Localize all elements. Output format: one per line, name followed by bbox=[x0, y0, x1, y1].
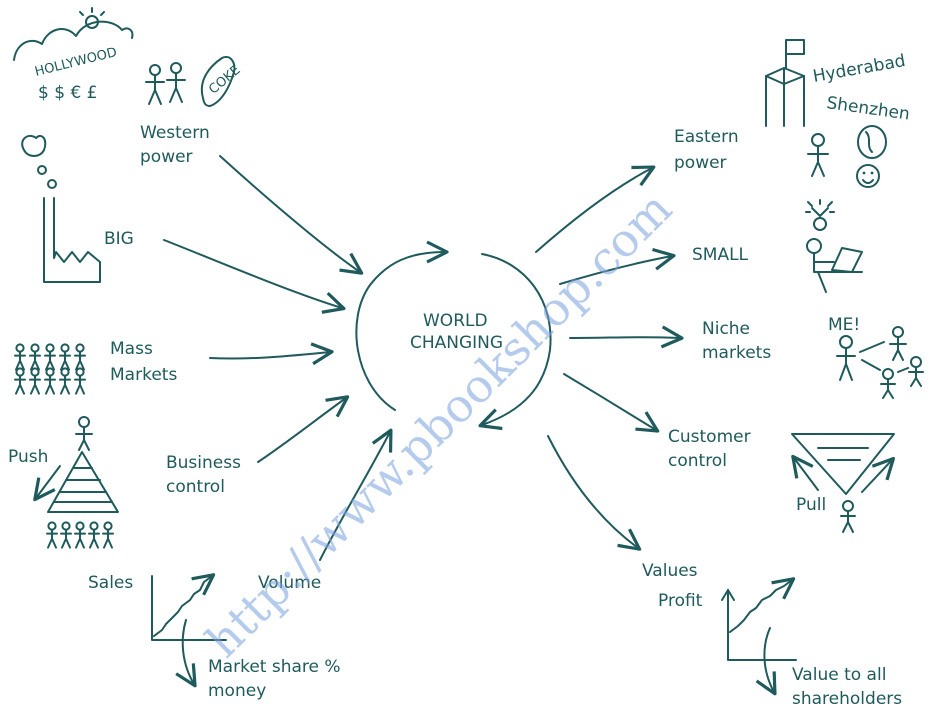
cities-line2: Shenzhen bbox=[825, 93, 911, 124]
values-label: Values bbox=[642, 561, 698, 581]
western-power-line2: power bbox=[140, 147, 193, 167]
arrow-business-control bbox=[257, 395, 350, 463]
currency-symbols: $ $ € £ bbox=[38, 83, 97, 103]
stick-figure-body bbox=[29, 374, 41, 395]
center-title-line2: CHANGING bbox=[410, 333, 503, 353]
profit-label: Profit bbox=[658, 591, 703, 611]
crowd-icon bbox=[14, 343, 86, 395]
customer-control-line1: Customer bbox=[668, 427, 751, 447]
stick-figure-head bbox=[45, 367, 55, 377]
stick-figure-body bbox=[14, 374, 26, 395]
stick-figure-head bbox=[30, 343, 40, 353]
arrow-customer-control bbox=[563, 373, 660, 433]
bottom-crowd-icon bbox=[46, 521, 114, 549]
stick-figure-head bbox=[61, 521, 71, 531]
center-title-line1: WORLD bbox=[423, 311, 488, 331]
sales-chart-icon bbox=[151, 573, 227, 688]
market-share-line1: Market share % bbox=[208, 657, 341, 677]
laptop-worker-icon bbox=[805, 199, 863, 293]
stick-figure-body bbox=[44, 350, 56, 371]
profit-chart-icon bbox=[721, 577, 797, 696]
person-globe-icon bbox=[807, 125, 887, 188]
arrow-eastern-power bbox=[535, 165, 656, 253]
stick-figure-head bbox=[30, 367, 40, 377]
business-control-line2: control bbox=[166, 477, 225, 497]
cycle-arrow-left bbox=[355, 240, 449, 411]
stick-figure-body bbox=[59, 350, 71, 371]
push-label: Push bbox=[8, 447, 48, 467]
eastern-power-line2: power bbox=[674, 153, 727, 173]
market-share-line2: money bbox=[208, 681, 266, 701]
stick-figure-head bbox=[75, 343, 85, 353]
arrow-niche-markets bbox=[569, 325, 684, 349]
factory-icon bbox=[21, 134, 101, 283]
arrow-sales bbox=[319, 428, 393, 561]
stick-figure-body bbox=[29, 350, 41, 371]
arrow-big bbox=[163, 239, 346, 314]
tower-icon bbox=[765, 39, 805, 127]
stick-figure-head bbox=[89, 521, 99, 531]
stick-figure-body bbox=[60, 528, 72, 549]
stick-figure-head bbox=[75, 521, 85, 531]
mass-markets-line1: Mass bbox=[110, 339, 153, 359]
sales-label: Sales bbox=[88, 573, 133, 593]
stick-figure-head bbox=[45, 343, 55, 353]
small-label: SMALL bbox=[692, 245, 749, 265]
stick-figure-body bbox=[88, 528, 100, 549]
stick-figure-head bbox=[15, 367, 25, 377]
eastern-power-line1: Eastern bbox=[674, 127, 739, 147]
coke-can-icon: COKE bbox=[200, 56, 243, 107]
network-people-icon bbox=[836, 326, 924, 399]
stick-figure-head bbox=[75, 367, 85, 377]
stick-figure-head bbox=[60, 367, 70, 377]
niche-markets-line2: markets bbox=[702, 343, 771, 363]
arrow-western-power bbox=[219, 155, 364, 275]
arrow-values bbox=[547, 435, 642, 551]
watermark: http://www.pbookshop.com bbox=[196, 181, 683, 668]
volume-label: Volume bbox=[258, 573, 321, 593]
hollywood-banner: HOLLYWOOD bbox=[33, 45, 118, 80]
mass-markets-line2: Markets bbox=[110, 365, 177, 385]
stick-figure-body bbox=[44, 374, 56, 395]
customer-control-line2: control bbox=[668, 451, 727, 471]
arrow-mass-markets bbox=[209, 342, 334, 366]
stick-figure-head bbox=[103, 521, 113, 531]
cycle-arrow-right bbox=[478, 253, 552, 431]
pyramid-icon bbox=[33, 416, 119, 513]
me-label: ME! bbox=[828, 315, 860, 335]
stick-figure-body bbox=[74, 350, 86, 371]
stick-figure-body bbox=[59, 374, 71, 395]
hollywood-icon: HOLLYWOOD $ $ € £ bbox=[13, 7, 134, 103]
niche-markets-line1: Niche bbox=[702, 319, 750, 339]
stick-figure-body bbox=[14, 350, 26, 371]
western-power-line1: Western bbox=[140, 123, 210, 143]
cities-line1: Hyderabad bbox=[811, 51, 907, 87]
stick-figure-head bbox=[60, 343, 70, 353]
stick-figure-body bbox=[74, 528, 86, 549]
funnel-icon bbox=[791, 433, 895, 533]
big-label: BIG bbox=[104, 229, 134, 249]
value-shareholders-line1: Value to all bbox=[792, 665, 886, 685]
arrow-small bbox=[559, 247, 676, 285]
business-control-line1: Business bbox=[166, 453, 241, 473]
push-arrow bbox=[33, 465, 61, 502]
stick-figure-head bbox=[47, 521, 57, 531]
value-shareholders-line2: shareholders bbox=[792, 689, 902, 708]
pull-label: Pull bbox=[796, 495, 826, 515]
people-pair-icon bbox=[145, 62, 186, 105]
stick-figure-body bbox=[46, 528, 58, 549]
center-cycle: WORLD CHANGING bbox=[355, 240, 552, 431]
stick-figure-head bbox=[15, 343, 25, 353]
stick-figure-body bbox=[102, 528, 114, 549]
stick-figure-body bbox=[74, 374, 86, 395]
